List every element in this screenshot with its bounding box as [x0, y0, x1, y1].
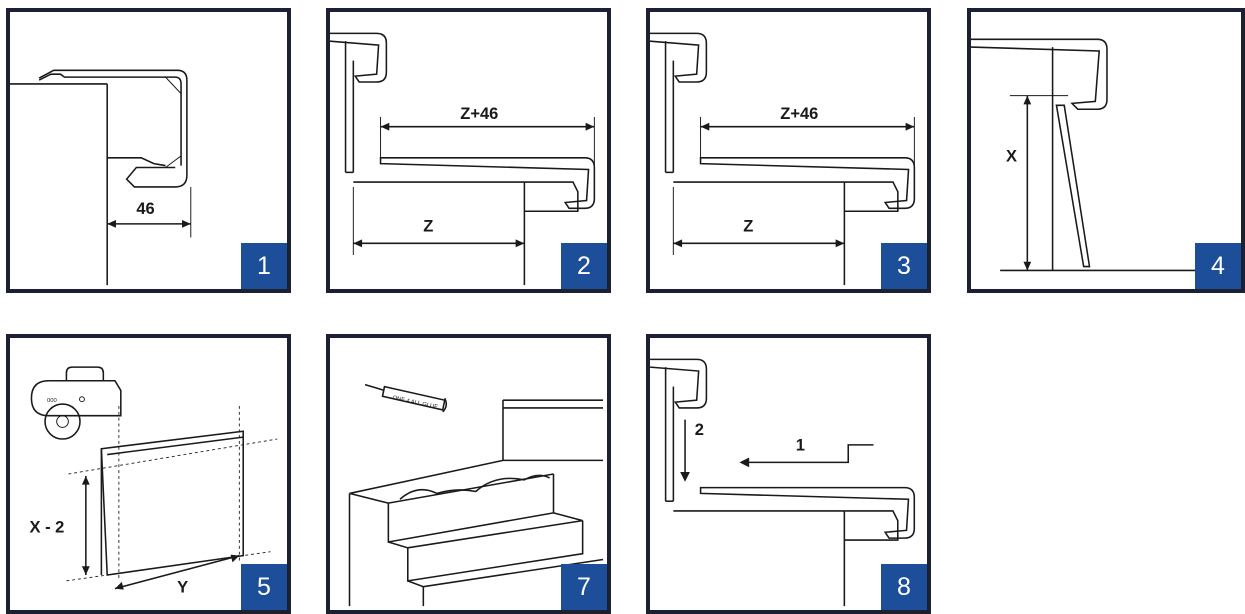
step-label-1: 1 — [796, 437, 805, 455]
step-7-diagram: ONE 4 ALL GLUE — [348, 383, 604, 607]
step-label-2: 2 — [695, 421, 704, 439]
step-badge-5: 5 — [241, 564, 287, 610]
step-4-diagram: X — [971, 38, 1205, 272]
dimension-label-z: Z — [423, 217, 433, 236]
dimension-label-z-plus-46: Z+46 — [460, 104, 498, 123]
step-badge-8: 8 — [881, 564, 927, 610]
step-badge-1: 1 — [241, 243, 287, 289]
glue-tube-icon: ONE 4 ALL GLUE — [364, 383, 448, 413]
step-panel-4: X 4 — [967, 8, 1245, 293]
step-badge-7: 7 — [561, 564, 607, 610]
step-panel-7: ONE 4 ALL GLUE 7 — [326, 334, 611, 614]
step-panel-1: 46 1 — [6, 8, 291, 293]
dimension-label-x-minus-2: X - 2 — [30, 518, 65, 536]
dimension-label-x: X — [1006, 148, 1017, 166]
saw-marking: 000 — [47, 398, 57, 404]
dimension-label-y: Y — [177, 579, 188, 597]
step-badge-3: 3 — [881, 243, 927, 289]
step-8-diagram: 2 1 — [650, 358, 916, 607]
step-badge-4: 4 — [1195, 243, 1241, 289]
dimension-label-46: 46 — [136, 199, 154, 218]
step-1-diagram: 46 — [10, 69, 192, 286]
step-panel-5: 000 X - 2 Y 5 — [6, 334, 291, 614]
step-panel-3: Z+46 Z 3 — [646, 8, 931, 293]
step-5-diagram: 000 X - 2 Y — [30, 366, 278, 597]
step-2-diagram: Z+46 Z — [330, 32, 596, 286]
step-badge-2: 2 — [561, 243, 607, 289]
dimension-label-z-plus-46: Z+46 — [780, 104, 818, 123]
circular-saw-icon: 000 — [30, 366, 122, 440]
dimension-label-z: Z — [743, 217, 753, 236]
step-panel-2: Z+46 Z 2 — [326, 8, 611, 293]
step-panel-8: 2 1 8 — [646, 334, 931, 614]
step-3-diagram: Z+46 Z — [650, 32, 916, 286]
